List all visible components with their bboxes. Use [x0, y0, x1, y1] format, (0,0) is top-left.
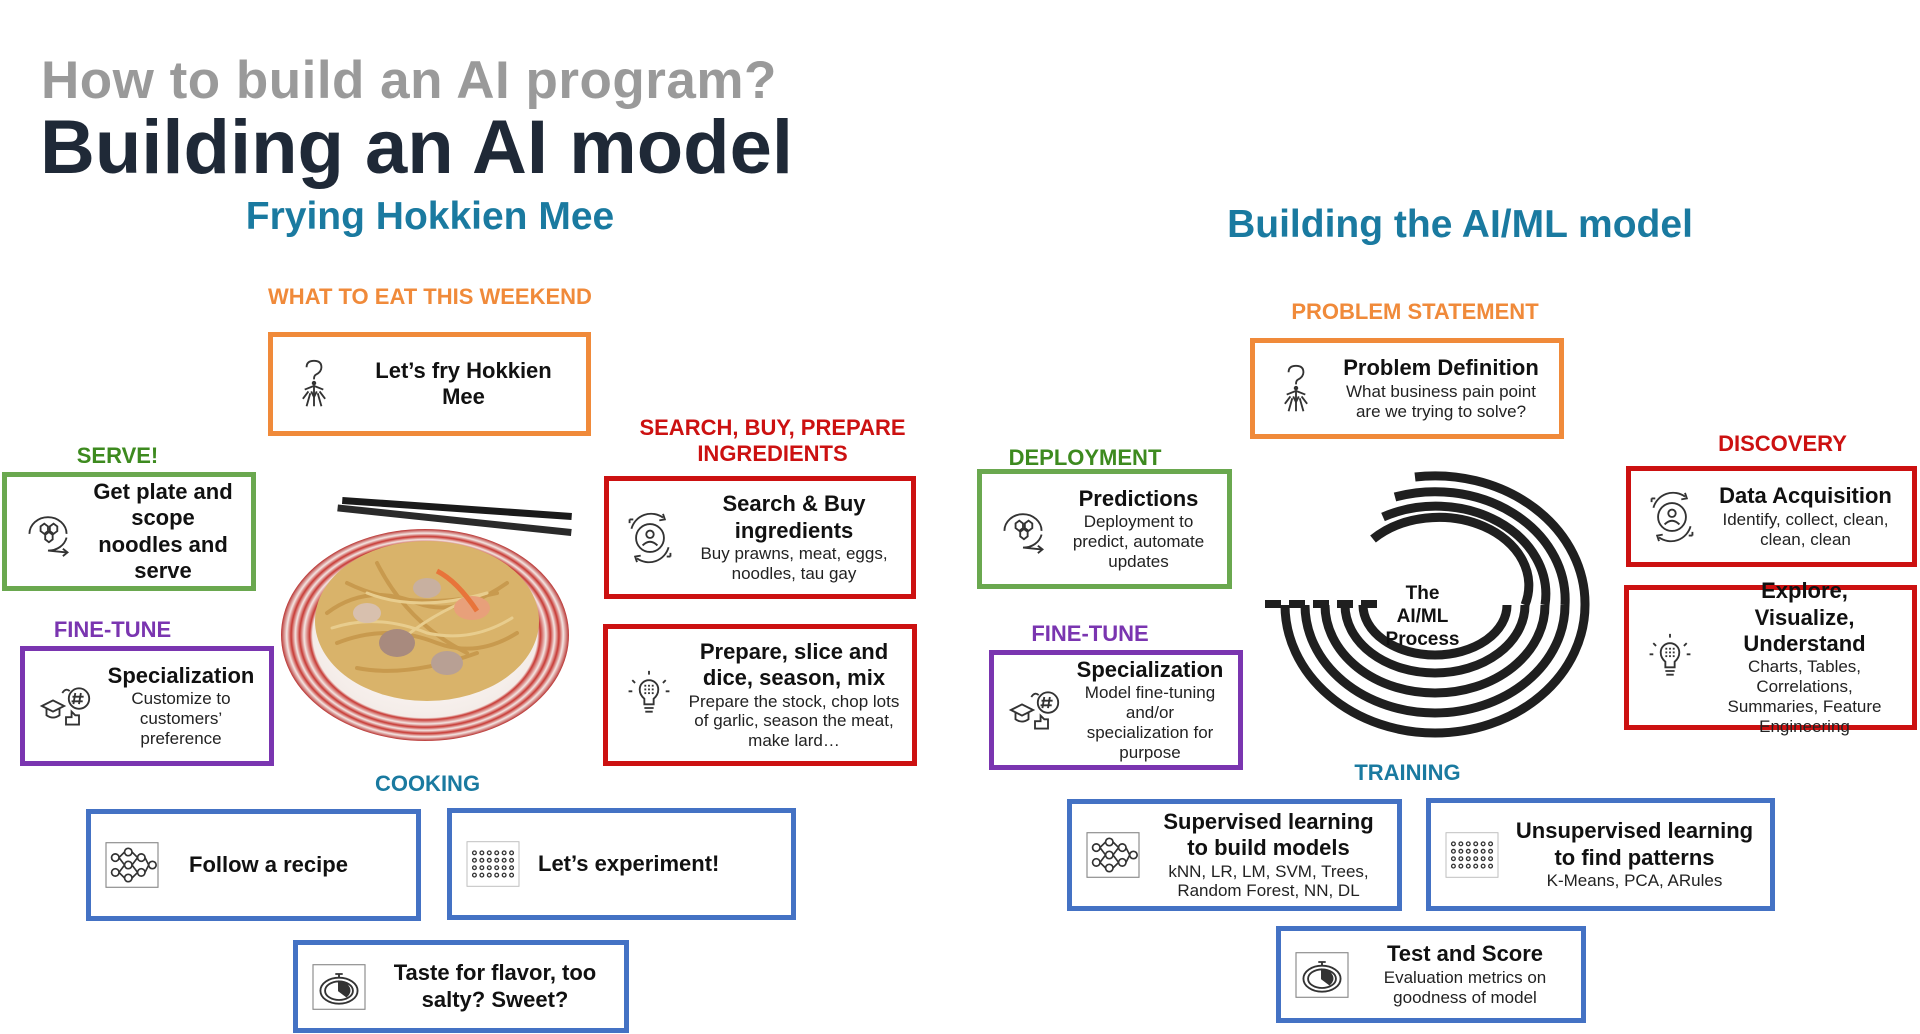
- lightbulb-icon: [620, 668, 678, 722]
- process-label: The AI/ML Process: [1385, 583, 1460, 650]
- grad-cap-hashtag-icon: [37, 679, 95, 733]
- right-subtitle: Building the AI/ML model: [1227, 203, 1693, 246]
- lightbulb-icon: [1641, 631, 1699, 685]
- box-recipe-title: Follow a recipe: [189, 851, 348, 877]
- box-explore-title: Explore, Visualize, Understand: [1743, 578, 1866, 656]
- page-title: Building an AI model: [40, 105, 793, 190]
- box-unsupervised-desc: K-Means, PCA, ARules: [1546, 870, 1723, 890]
- stopwatch-icon: [310, 960, 368, 1014]
- dot-grid-icon: [464, 837, 522, 891]
- cat-discovery: DISCOVERY: [1718, 431, 1847, 456]
- hexagon-cycle-icon: [19, 505, 77, 559]
- cat-problem-statement: PROBLEM STATEMENT: [1291, 299, 1539, 324]
- person-refresh-icon: [621, 511, 679, 565]
- question-person-icon: [285, 357, 343, 411]
- box-predictions-desc: Deployment to predict, automate updates: [1072, 512, 1205, 572]
- box-right-specialization: Specialization Model fine-tuning and/or …: [989, 650, 1243, 770]
- noodle-plate-image: [281, 496, 572, 741]
- box-fry-hokkien-mee: Let’s fry Hokkien Mee: [268, 332, 591, 436]
- box-search-desc: Buy prawns, meat, eggs, noodles, tau gay: [700, 544, 888, 583]
- box-fry-title: Let’s fry Hokkien Mee: [375, 357, 552, 409]
- box-follow-recipe: Follow a recipe: [86, 809, 421, 921]
- box-right-spec-desc: Model fine-tuning and/or specialization …: [1084, 683, 1216, 763]
- box-taste-title: Taste for flavor, too salty? Sweet?: [393, 960, 597, 1012]
- box-problem-title: Problem Definition: [1343, 355, 1539, 381]
- box-predictions: Predictions Deployment to predict, autom…: [977, 469, 1232, 589]
- cat-cooking: COOKING: [374, 771, 481, 796]
- cat-right-finetune: FINE-TUNE: [1031, 621, 1149, 646]
- box-acquisition-desc: Identify, collect, clean, clean, clean: [1722, 509, 1889, 549]
- cat-left-finetune: FINE-TUNE: [53, 617, 172, 642]
- box-search-buy: Search & Buy ingredients Buy prawns, mea…: [604, 476, 916, 599]
- person-refresh-icon: [1643, 490, 1701, 544]
- box-taste: Taste for flavor, too salty? Sweet?: [293, 940, 629, 1033]
- box-predictions-title: Predictions: [1078, 485, 1199, 511]
- cat-training: TRAINING: [1354, 760, 1461, 785]
- box-unsupervised-title: Unsupervised learning to find patterns: [1515, 818, 1754, 870]
- box-data-acquisition: Data Acquisition Identify, collect, clea…: [1626, 466, 1917, 567]
- box-explore: Explore, Visualize, Understand Charts, T…: [1624, 578, 1917, 736]
- box-prepare: Prepare, slice and dice, season, mix Pre…: [603, 624, 917, 766]
- question-person-icon: [1267, 362, 1325, 416]
- box-prepare-title: Prepare, slice and dice, season, mix: [699, 638, 889, 691]
- box-problem-definition: Problem Definition What business pain po…: [1250, 338, 1564, 439]
- box-test-title: Test and Score: [1386, 941, 1544, 967]
- box-serve-title: Get plate and scope noodles and serve: [93, 478, 233, 583]
- dot-grid-icon: [1443, 828, 1501, 882]
- box-serve: Get plate and scope noodles and serve: [2, 472, 256, 591]
- box-experiment: Let’s experiment!: [447, 808, 796, 920]
- hexagon-cycle-icon: [994, 502, 1052, 556]
- box-experiment-title: Let’s experiment!: [538, 850, 720, 876]
- box-left-spec-title: Specialization: [107, 662, 255, 688]
- box-unsupervised: Unsupervised learning to find patterns K…: [1426, 798, 1775, 911]
- header-question: How to build an AI program?: [41, 51, 777, 110]
- box-explore-desc: Charts, Tables, Correlations, Summaries,…: [1727, 657, 1882, 736]
- box-supervised-desc: kNN, LR, LM, SVM, Trees, Random Forest, …: [1168, 861, 1369, 901]
- ai-ml-process-diagram: [1265, 471, 1590, 738]
- box-test-score: Test and Score Evaluation metrics on goo…: [1276, 926, 1586, 1023]
- cat-search-buy-prepare: SEARCH, BUY, PREPARE INGREDIENTS: [639, 415, 906, 467]
- box-prepare-desc: Prepare the stock, chop lots of garlic, …: [688, 691, 900, 751]
- box-search-title: Search & Buy ingredients: [722, 491, 866, 543]
- box-right-spec-title: Specialization: [1076, 657, 1224, 683]
- box-acquisition-title: Data Acquisition: [1719, 483, 1892, 509]
- cat-serve: SERVE!: [76, 443, 159, 468]
- box-supervised-title: Supervised learning to build models: [1163, 808, 1374, 861]
- box-test-desc: Evaluation metrics on goodness of model: [1383, 967, 1547, 1007]
- network-icon: [1084, 828, 1142, 882]
- box-problem-desc: What business pain point are we trying t…: [1346, 381, 1536, 421]
- box-left-spec-desc: Customize to customers’ preference: [131, 689, 231, 749]
- cat-what-to-eat: WHAT TO EAT THIS WEEKEND: [268, 284, 592, 309]
- network-icon: [103, 838, 161, 892]
- box-left-specialization: Specialization Customize to customers’ p…: [20, 646, 274, 766]
- box-supervised: Supervised learning to build models kNN,…: [1067, 799, 1402, 911]
- grad-cap-hashtag-icon: [1006, 683, 1064, 737]
- cat-deployment: DEPLOYMENT: [1008, 445, 1162, 470]
- left-subtitle: Frying Hokkien Mee: [245, 195, 615, 238]
- stopwatch-icon: [1293, 948, 1351, 1002]
